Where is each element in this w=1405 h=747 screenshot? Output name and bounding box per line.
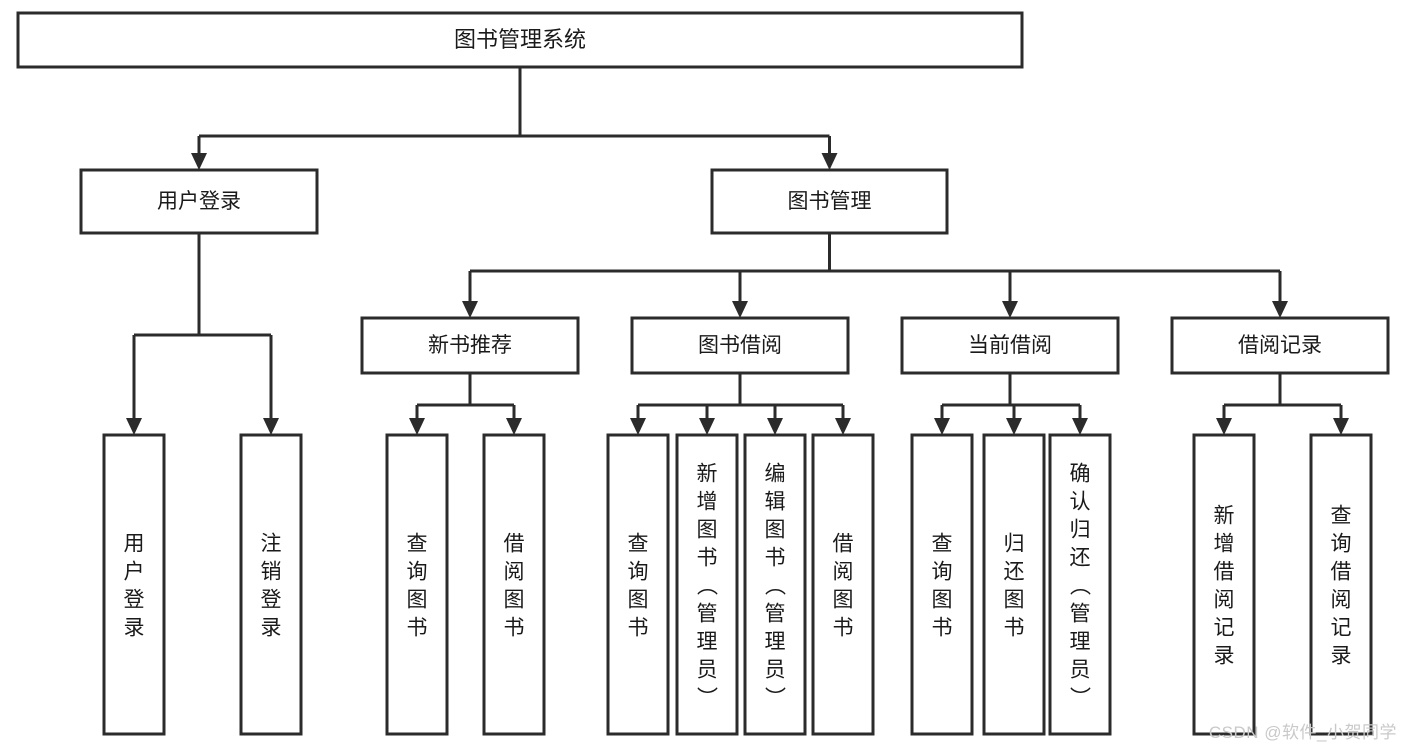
leaf-node[interactable]: 归还图书: [982, 433, 1046, 736]
arrow-connector: [835, 405, 851, 435]
node-label: 图书借阅: [698, 334, 782, 357]
node-box: [630, 316, 850, 375]
leaf-node[interactable]: 借阅图书: [811, 433, 875, 736]
arrow-connector: [1002, 271, 1018, 318]
leaf-node[interactable]: 注销登录: [239, 433, 303, 736]
leaf-node[interactable]: 借阅图书: [482, 433, 546, 736]
node-label: 新增图书（管理员）: [697, 463, 719, 710]
node-label: 借阅图书: [833, 533, 854, 640]
node-box: [1170, 316, 1390, 375]
branch-node[interactable]: 借阅记录: [1170, 316, 1390, 375]
arrow-connector: [732, 271, 748, 318]
arrow-connector: [191, 136, 207, 170]
arrow-connector: [699, 405, 715, 435]
leaf-node[interactable]: 查询图书: [606, 433, 670, 736]
arrow-connector: [506, 405, 522, 435]
node-label: 用户登录: [124, 533, 145, 640]
node-box: [239, 433, 303, 736]
node-label: 新书推荐: [428, 334, 512, 357]
node-label: 用户登录: [157, 190, 241, 213]
node-box: [1192, 433, 1256, 736]
node-label: 借阅图书: [504, 533, 525, 640]
node-box: [710, 168, 949, 235]
node-label: 确认归还（管理员）: [1070, 463, 1092, 710]
node-label: 编辑图书（管理员）: [765, 463, 787, 710]
leaf-node[interactable]: 查询图书: [385, 433, 449, 736]
arrow-connector: [1216, 405, 1232, 435]
leaf-node[interactable]: 用户登录: [102, 433, 166, 736]
leaf-node[interactable]: 确认归还（管理员）: [1048, 433, 1112, 736]
node-box: [743, 433, 807, 736]
branch-node[interactable]: 用户登录: [79, 168, 319, 235]
arrow-connector: [1272, 271, 1288, 318]
arrow-connector: [1333, 405, 1349, 435]
node-label: 查询借阅记录: [1331, 505, 1352, 668]
leaf-node[interactable]: 查询借阅记录: [1309, 433, 1373, 736]
branch-node[interactable]: 新书推荐: [360, 316, 580, 375]
root-node[interactable]: 图书管理系统: [16, 11, 1024, 69]
connector-layer: [126, 67, 1349, 435]
node-box: [385, 433, 449, 736]
node-label: 当前借阅: [968, 334, 1052, 357]
node-box: [482, 433, 546, 736]
node-label: 归还图书: [1004, 533, 1025, 640]
node-box: [606, 433, 670, 736]
node-label: 借阅记录: [1238, 334, 1322, 357]
branch-node[interactable]: 图书管理: [710, 168, 949, 235]
leaf-node[interactable]: 查询图书: [910, 433, 974, 736]
arrow-connector: [409, 405, 425, 435]
node-box: [982, 433, 1046, 736]
arrow-connector: [767, 405, 783, 435]
leaf-node[interactable]: 新增图书（管理员）: [675, 433, 739, 736]
arrow-connector: [263, 335, 279, 435]
arrow-connector: [821, 136, 838, 170]
node-box: [1309, 433, 1373, 736]
node-label: 查询图书: [407, 533, 428, 640]
arrow-connector: [1006, 405, 1022, 435]
node-box: [1048, 433, 1112, 736]
arrow-connector: [934, 405, 950, 435]
node-box: [910, 433, 974, 736]
node-label: 图书管理系统: [454, 27, 586, 52]
node-label: 新增借阅记录: [1214, 505, 1235, 668]
node-box: [102, 433, 166, 736]
node-box: [79, 168, 319, 235]
node-box: [900, 316, 1120, 375]
arrow-connector: [1072, 405, 1088, 435]
node-label: 图书管理: [788, 190, 872, 213]
csdn-watermark: CSDN @软件_小贺同学: [1208, 723, 1397, 742]
node-box: [16, 11, 1024, 69]
node-box: [360, 316, 580, 375]
branch-node[interactable]: 图书借阅: [630, 316, 850, 375]
branch-node[interactable]: 当前借阅: [900, 316, 1120, 375]
arrow-connector: [630, 405, 646, 435]
node-layer: 图书管理系统用户登录图书管理新书推荐图书借阅当前借阅借阅记录用户登录注销登录查询…: [16, 11, 1390, 736]
node-box: [675, 433, 739, 736]
leaf-node[interactable]: 编辑图书（管理员）: [743, 433, 807, 736]
node-label: 查询图书: [628, 533, 649, 640]
node-label: 查询图书: [932, 533, 953, 640]
arrow-connector: [126, 335, 142, 435]
node-label: 注销登录: [261, 533, 282, 640]
leaf-node[interactable]: 新增借阅记录: [1192, 433, 1256, 736]
arrow-connector: [462, 271, 478, 318]
node-box: [811, 433, 875, 736]
